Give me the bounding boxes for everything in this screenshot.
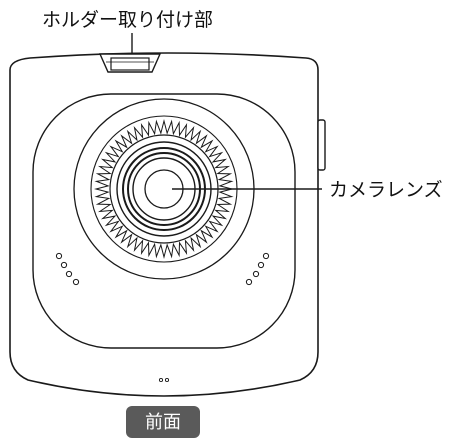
lens-knurled-ring xyxy=(94,119,234,259)
right-speaker-holes xyxy=(245,252,270,286)
side-button xyxy=(317,119,326,171)
bottom-indicator-holes xyxy=(158,377,170,383)
left-speaker-holes xyxy=(55,252,80,286)
camera-lens-label: カメラレンズ xyxy=(329,179,443,201)
front-panel-frame xyxy=(32,93,296,349)
holder-mount xyxy=(98,53,162,73)
holder-mount-label: ホルダー取り付け部 xyxy=(42,9,213,31)
view-badge xyxy=(126,406,200,438)
view-badge-label: 前面 xyxy=(145,412,181,433)
lens-knurl-teeth xyxy=(94,119,234,259)
